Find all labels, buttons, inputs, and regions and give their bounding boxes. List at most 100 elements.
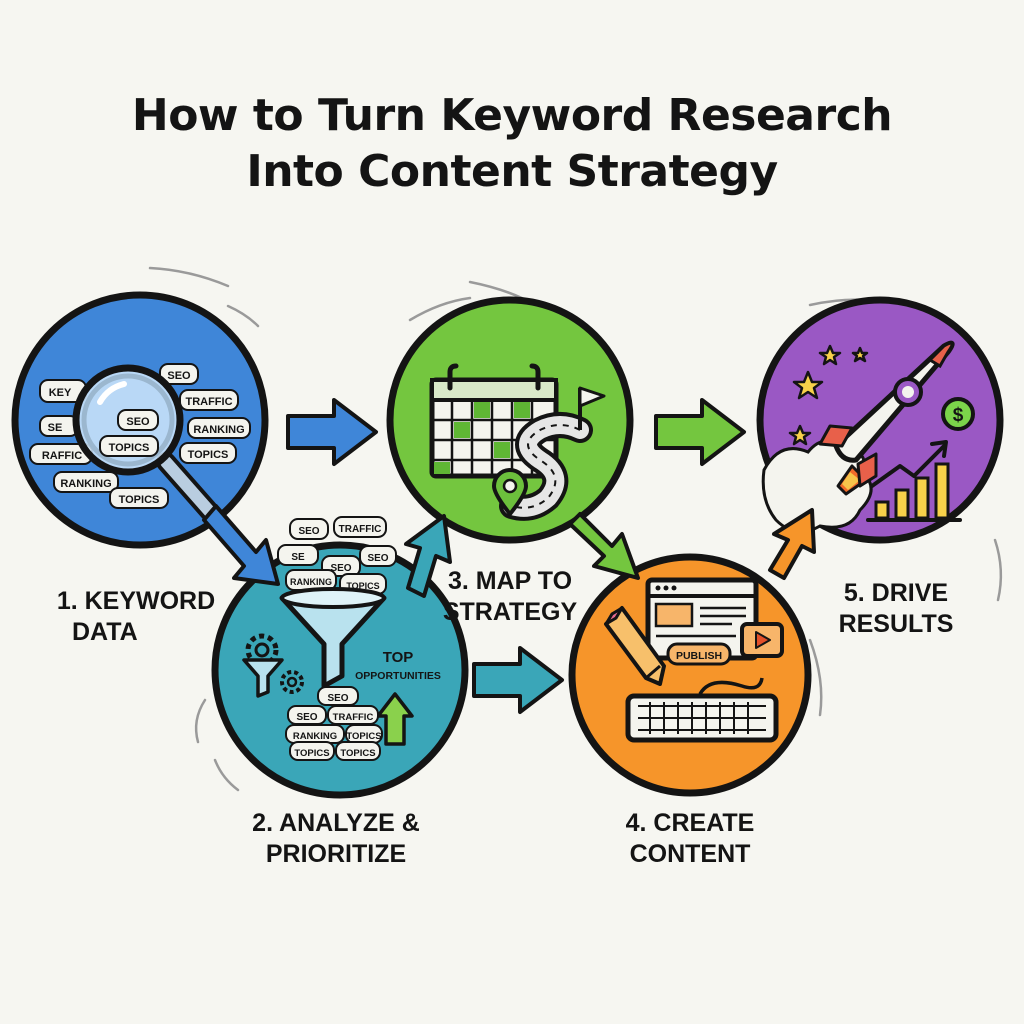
step-3-label-line-2: STRATEGY — [442, 598, 578, 626]
keyword-tag: SE — [277, 544, 319, 566]
flag-icon — [578, 386, 606, 430]
smoke-cloud-icon — [761, 439, 873, 534]
pencil-icon — [604, 606, 666, 686]
svg-text:TRAFFIC: TRAFFIC — [185, 396, 232, 408]
svg-text:TRAFFIC: TRAFFIC — [339, 524, 382, 535]
arrow-3-to-4 — [568, 512, 640, 580]
svg-text:TRAFFIC: TRAFFIC — [333, 712, 374, 723]
svg-text:PUBLISH: PUBLISH — [676, 650, 722, 662]
keyword-tag: RANKING — [53, 471, 119, 493]
page-title: How to Turn Keyword Research Into Conten… — [0, 88, 1024, 200]
step-1-label-line-2: DATA — [72, 618, 138, 646]
title-line-1: How to Turn Keyword Research — [131, 90, 893, 141]
svg-text:RANKING: RANKING — [293, 731, 337, 742]
keyword-tag: SEO — [117, 409, 159, 431]
arrow-4-to-5 — [768, 508, 816, 580]
star-icon — [792, 370, 824, 400]
keyword-tag: TRAFFIC — [333, 516, 387, 538]
keyword-tag: SEO — [289, 518, 329, 540]
keyword-tag: SE — [39, 415, 79, 437]
arrow-1-to-2 — [202, 504, 280, 586]
funnel-icon — [279, 587, 387, 689]
step-2-analyze-prioritize: SEO TRAFFIC SE SEO SEO RANKING TOPICS TO… — [211, 516, 469, 799]
keyword-tag: TOPICS — [289, 741, 335, 761]
opportunities-label: OPPORTUNITIES — [355, 670, 441, 682]
step-4-label-line-1: 4. CREATE — [625, 809, 755, 837]
svg-text:TOPICS: TOPICS — [109, 442, 150, 454]
keyword-tag: SEO — [159, 363, 199, 385]
svg-text:TOPICS: TOPICS — [346, 581, 379, 591]
keyword-tag: TOPICS — [335, 741, 381, 761]
step-2-label-line-2: PRIORITIZE — [265, 840, 407, 868]
step-1-label-line-1: 1. KEYWORD — [56, 587, 216, 615]
step-5-label-line-1: 5. DRIVE — [843, 579, 949, 607]
keyboard-cable — [698, 677, 764, 695]
svg-text:SEO: SEO — [327, 693, 348, 704]
connector-arrows — [202, 398, 816, 714]
keyword-tag: SEO — [317, 686, 359, 706]
svg-text:SEO: SEO — [298, 526, 319, 537]
keyword-tag: RANKING — [285, 569, 337, 591]
step-2-label-line-1: 2. ANALYZE & — [252, 809, 420, 837]
gear-icon — [245, 633, 304, 694]
arrow-2-to-3 — [404, 514, 452, 598]
svg-text:SEO: SEO — [126, 416, 150, 428]
magnifying-glass-icon: SEO TOPICS — [72, 364, 220, 522]
svg-text:SEO: SEO — [330, 563, 351, 574]
star-icon — [788, 424, 812, 446]
keyword-tag: TOPICS — [99, 435, 159, 457]
svg-text:TOPICS: TOPICS — [340, 748, 375, 759]
svg-text:TOPICS: TOPICS — [119, 494, 160, 506]
trend-arrow-icon — [870, 440, 948, 488]
step-4-label: 4. CREATE CONTENT — [600, 808, 780, 870]
svg-text:RANKING: RANKING — [290, 577, 332, 587]
keyword-tag: TOPICS — [345, 724, 383, 744]
small-funnel-icon — [242, 658, 284, 698]
step-4-create-content: PUBLISH — [568, 553, 812, 797]
arrow-2-to-4 — [472, 646, 564, 714]
svg-text:KEY: KEY — [49, 387, 72, 399]
keyword-tag: TOPICS — [179, 442, 237, 464]
svg-text:TOPICS: TOPICS — [346, 731, 381, 742]
dollar-coin-icon: $ — [941, 397, 975, 431]
step-3-label-line-1: 3. MAP TO — [447, 567, 573, 595]
svg-text:SEO: SEO — [167, 370, 191, 382]
keyword-tag: TOPICS — [109, 487, 169, 509]
keyword-tag: RANKING — [285, 724, 345, 744]
star-icon — [851, 346, 869, 363]
step-3-map-to-strategy — [386, 296, 634, 544]
publish-button-icon: PUBLISH — [666, 642, 732, 666]
svg-text:TOPICS: TOPICS — [294, 748, 329, 759]
step-3-label: 3. MAP TO STRATEGY — [420, 566, 600, 628]
step-1-label: 1. KEYWORD DATA — [46, 586, 226, 648]
keyword-tag: SEO — [287, 705, 327, 725]
star-icon — [818, 344, 842, 366]
title-line-2: Into Content Strategy — [246, 146, 778, 197]
location-pin-icon — [492, 468, 528, 516]
svg-text:TOPICS: TOPICS — [188, 449, 229, 461]
rocket-icon — [818, 340, 955, 496]
video-play-icon — [740, 622, 784, 658]
keyword-tag: TRAFFIC — [327, 705, 379, 725]
svg-text:SE: SE — [48, 422, 63, 434]
keyword-tag: SEO — [359, 545, 397, 567]
svg-text:RANKING: RANKING — [60, 478, 111, 490]
road-path-icon — [499, 412, 593, 521]
bar-chart-icon — [866, 462, 962, 522]
svg-text:RAFFIC: RAFFIC — [42, 450, 82, 462]
step-2-label: 2. ANALYZE & PRIORITIZE — [216, 808, 456, 870]
calendar-icon — [429, 363, 559, 479]
step-5-label: 5. DRIVE RESULTS — [806, 578, 986, 640]
arrow-3-to-5 — [654, 398, 746, 466]
svg-text:SEO: SEO — [367, 553, 388, 564]
keyword-tag: TRAFFIC — [179, 389, 239, 411]
keyword-tag: RANKING — [187, 417, 251, 439]
step-5-drive-results: $ — [756, 296, 1004, 544]
svg-text:RANKING: RANKING — [193, 424, 244, 436]
top-label: TOP — [383, 649, 414, 666]
up-arrow-icon — [376, 692, 414, 746]
svg-text:SE: SE — [291, 552, 305, 563]
svg-text:$: $ — [953, 405, 964, 426]
keyboard-icon — [625, 693, 779, 743]
